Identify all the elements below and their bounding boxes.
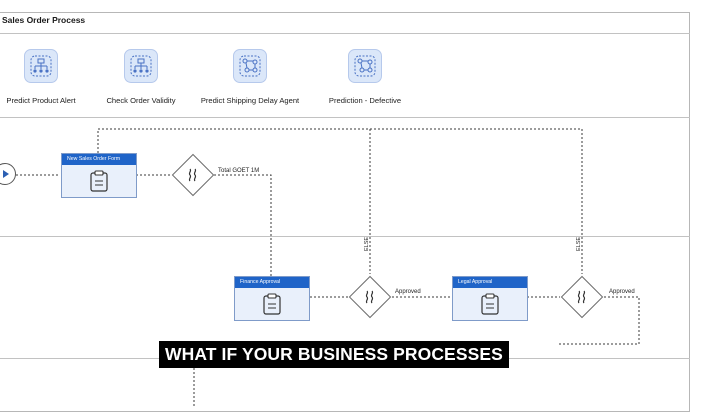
network-agent-icon [233, 49, 267, 83]
wave-icon [172, 154, 214, 196]
agent-label: Check Order Validity [106, 96, 176, 105]
wave-icon [561, 276, 603, 318]
process-title: Sales Order Process [2, 15, 86, 25]
agent-check-order-validity[interactable]: Check Order Validity [76, 49, 206, 105]
gateway-label-approved: Approved [609, 289, 635, 295]
org-chart-agent-icon [124, 49, 158, 83]
flow-approved-out [558, 296, 640, 345]
agent-predict-product-alert[interactable]: Predict Product Alert [0, 49, 106, 105]
agent-label: Predict Product Alert [6, 96, 76, 105]
task-title: Legal Approval [453, 277, 527, 288]
gateway-label-approved: Approved [395, 289, 421, 295]
clipboard-icon [481, 293, 499, 315]
play-icon [3, 170, 9, 178]
gateway-label-else: ELSE [364, 236, 370, 251]
start-event[interactable] [0, 163, 16, 185]
task-new-sales-order-form[interactable]: New Sales Order Form [61, 153, 137, 198]
gateway-label-total: Total GOET 1M [218, 168, 260, 174]
agent-prediction-defective[interactable]: Prediction - Defective [300, 49, 430, 105]
clipboard-icon [263, 293, 281, 315]
org-chart-agent-icon [24, 49, 58, 83]
agent-predict-shipping-delay[interactable]: Predict Shipping Delay Agent [185, 49, 315, 105]
task-title: New Sales Order Form [62, 154, 136, 165]
lane-divider-agents [0, 117, 690, 118]
flow-loop-top [97, 128, 583, 274]
header-divider [0, 33, 690, 34]
agent-label: Prediction - Defective [328, 96, 402, 105]
wave-icon [349, 276, 391, 318]
agent-label: Predict Shipping Delay Agent [200, 96, 300, 105]
flow-gateway-to-finance [214, 174, 272, 276]
task-legal-approval[interactable]: Legal Approval [452, 276, 528, 321]
lane-divider-approvals [0, 236, 690, 237]
network-agent-icon [348, 49, 382, 83]
task-title: Finance Approval [235, 277, 309, 288]
gateway-label-else: ELSE [576, 236, 582, 251]
task-finance-approval[interactable]: Finance Approval [234, 276, 310, 321]
clipboard-icon [90, 170, 108, 192]
video-caption: WHAT IF YOUR BUSINESS PROCESSES [159, 341, 509, 368]
